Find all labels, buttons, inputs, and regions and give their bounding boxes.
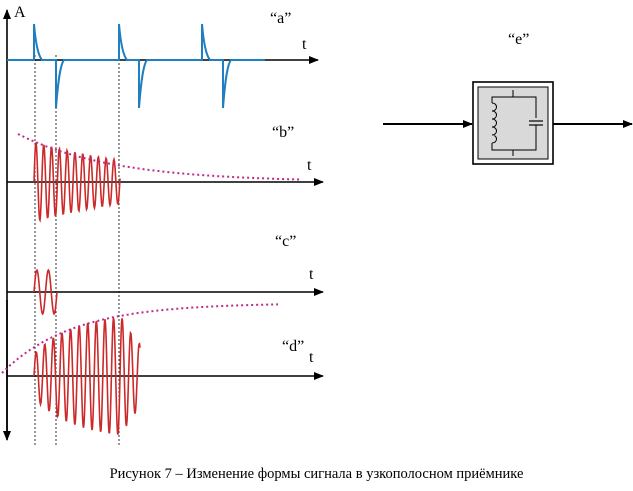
- pulse-waveform-a: [7, 23, 265, 109]
- panel-label-a: “a”: [270, 10, 291, 27]
- oscillation-waveform-b: [33, 142, 121, 224]
- panel-label-b: “b”: [272, 124, 294, 141]
- lc-circuit-icon: [383, 81, 633, 165]
- lc-wire: [491, 128, 537, 151]
- lc-wire: [491, 90, 514, 103]
- oscillation-waveform-d: [33, 317, 141, 435]
- figure-caption: Рисунок 7 – Изменение формы сигнала в уз…: [109, 466, 524, 482]
- oscillation-waveform-c: [33, 268, 58, 316]
- panel-label-c: “c”: [275, 233, 296, 250]
- t-axis-label-b: t: [307, 157, 312, 174]
- y-axis-label: A: [14, 4, 26, 21]
- envelope-curve-d: [1, 303, 278, 374]
- panel-label-e: “e”: [508, 31, 529, 48]
- t-axis-label-a: t: [302, 36, 307, 53]
- envelope-curve-b: [17, 133, 300, 181]
- capacitor-icon: [529, 120, 543, 128]
- filter-box-inner: [477, 86, 549, 160]
- lc-wire: [513, 96, 537, 118]
- t-axis-label-d: t: [309, 349, 314, 366]
- panel-label-d: “d”: [282, 338, 304, 355]
- t-axis-label-c: t: [309, 266, 314, 283]
- inductor-icon: [491, 102, 497, 144]
